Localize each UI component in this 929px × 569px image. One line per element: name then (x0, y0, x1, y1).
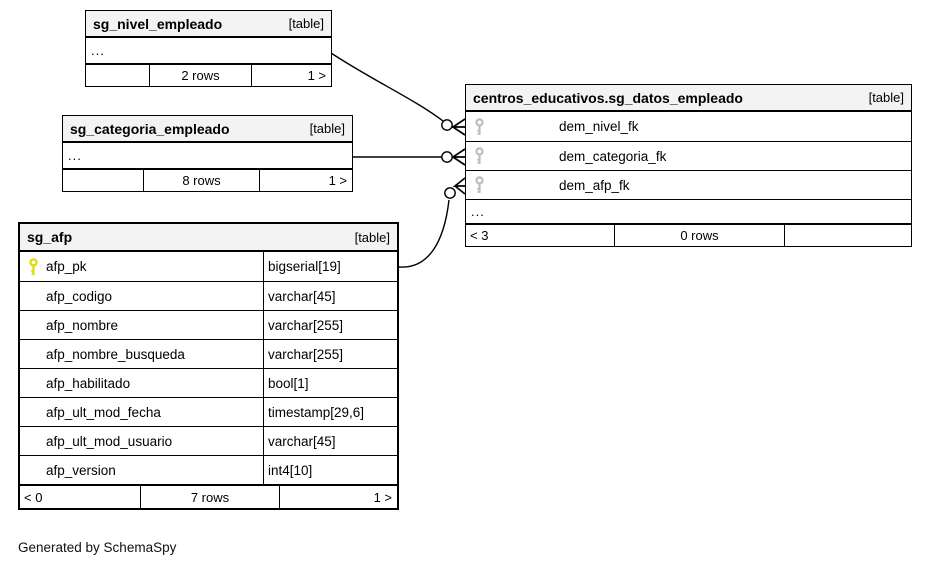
column-name: afp_ult_mod_fecha (46, 404, 161, 420)
table-type-badge: [table] (354, 229, 390, 245)
footer-row-count: 0 rows (614, 225, 784, 246)
column-name: dem_afp_fk (559, 177, 630, 193)
table-sg-nivel-empleado: sg_nivel_empleado [table] ... 2 rows 1 > (85, 10, 332, 87)
column-row-dem-categoria-fk: dem_categoria_fk (466, 141, 911, 170)
column-row-dem-afp-fk: dem_afp_fk (466, 170, 911, 199)
table-header[interactable]: sg_afp [table] (20, 224, 397, 252)
table-type-badge: [table] (868, 90, 904, 105)
column-row-afp-ult-mod-usuario: afp_ult_mod_usuario varchar[45] (20, 426, 397, 455)
column-name: afp_nombre_busqueda (46, 346, 185, 362)
column-type: varchar[45] (263, 282, 397, 310)
footer-out-degree: 1 > (251, 65, 331, 86)
table-name[interactable]: sg_nivel_empleado (93, 15, 223, 32)
table-name[interactable]: centros_educativos.sg_datos_empleado (473, 89, 743, 106)
table-header[interactable]: sg_nivel_empleado [table] (86, 11, 331, 38)
crowfoot-icon (450, 118, 466, 136)
table-centros-educativos-sg-datos-empleado: centros_educativos.sg_datos_empleado [ta… (465, 84, 912, 247)
column-type: timestamp[29,6] (263, 398, 397, 426)
zero-cardinality-dot-icon (444, 187, 456, 199)
column-row-afp-pk: afp_pk bigserial[19] (20, 252, 397, 281)
footer-in-degree: < 0 (24, 489, 43, 505)
column-name: dem_nivel_fk (559, 119, 639, 134)
column-name: dem_categoria_fk (559, 148, 667, 164)
footer-row-count: 7 rows (140, 486, 279, 508)
generated-by-text: Generated by SchemaSpy (18, 540, 177, 555)
column-row-afp-version: afp_version int4[10] (20, 455, 397, 484)
column-type: varchar[255] (263, 311, 397, 339)
table-type-badge: [table] (309, 121, 345, 136)
footer-out-degree: 1 > (279, 486, 397, 508)
table-footer: < 3 0 rows (466, 223, 911, 246)
table-sg-categoria-empleado: sg_categoria_empleado [table] ... 8 rows… (62, 115, 353, 192)
column-row-afp-nombre-busqueda: afp_nombre_busqueda varchar[255] (20, 339, 397, 368)
column-type: bool[1] (263, 369, 397, 397)
column-name: afp_codigo (46, 288, 113, 304)
column-row-afp-habilitado: afp_habilitado bool[1] (20, 368, 397, 397)
columns-ellipsis: ... (68, 148, 82, 163)
columns-ellipsis: ... (466, 199, 911, 223)
edge-nivel-fk (330, 52, 466, 136)
foreign-key-icon (466, 146, 492, 166)
column-type: varchar[255] (263, 340, 397, 368)
zero-cardinality-dot-icon (441, 151, 453, 163)
footer-out-degree (784, 225, 911, 246)
table-type-badge: [table] (288, 16, 324, 31)
column-row-dem-nivel-fk: dem_nivel_fk (466, 112, 911, 141)
footer-row-count: 8 rows (143, 170, 259, 191)
primary-key-icon (20, 257, 46, 277)
foreign-key-icon (466, 117, 492, 137)
edge-categoria-fk (353, 148, 466, 166)
edge-line (398, 199, 450, 268)
column-type: varchar[45] (263, 427, 397, 455)
table-header[interactable]: sg_categoria_empleado [table] (63, 116, 352, 143)
column-name: afp_version (46, 462, 116, 478)
column-row-afp-nombre: afp_nombre varchar[255] (20, 310, 397, 339)
crowfoot-icon (452, 177, 466, 195)
table-name[interactable]: sg_categoria_empleado (70, 120, 230, 137)
table-header[interactable]: centros_educativos.sg_datos_empleado [ta… (466, 85, 911, 112)
footer-row-count: 2 rows (149, 65, 251, 86)
table-footer: 8 rows 1 > (63, 168, 352, 191)
column-row-afp-codigo: afp_codigo varchar[45] (20, 281, 397, 310)
zero-cardinality-dot-icon (441, 119, 453, 131)
columns-ellipsis: ... (91, 43, 105, 58)
footer-out-degree: 1 > (259, 170, 352, 191)
table-sg-afp: sg_afp [table] afp_pk bigserial[19] afp_… (18, 222, 399, 510)
table-footer: < 0 7 rows 1 > (20, 484, 397, 508)
crowfoot-icon (450, 148, 466, 166)
column-name: afp_ult_mod_usuario (46, 433, 173, 449)
table-name[interactable]: sg_afp (27, 229, 73, 245)
table-footer: 2 rows 1 > (86, 63, 331, 86)
column-name: afp_nombre (46, 317, 119, 333)
column-type: bigserial[19] (263, 252, 397, 281)
footer-in-degree (63, 170, 143, 191)
edge-afp-fk (398, 177, 466, 268)
column-row-afp-ult-mod-fecha: afp_ult_mod_fecha timestamp[29,6] (20, 397, 397, 426)
footer-in-degree (86, 65, 149, 86)
column-name: afp_habilitado (46, 375, 131, 391)
column-type: int4[10] (263, 456, 397, 484)
edge-line (330, 52, 444, 122)
footer-in-degree: < 3 (470, 228, 489, 243)
foreign-key-icon (466, 175, 492, 195)
column-name: afp_pk (46, 259, 87, 274)
